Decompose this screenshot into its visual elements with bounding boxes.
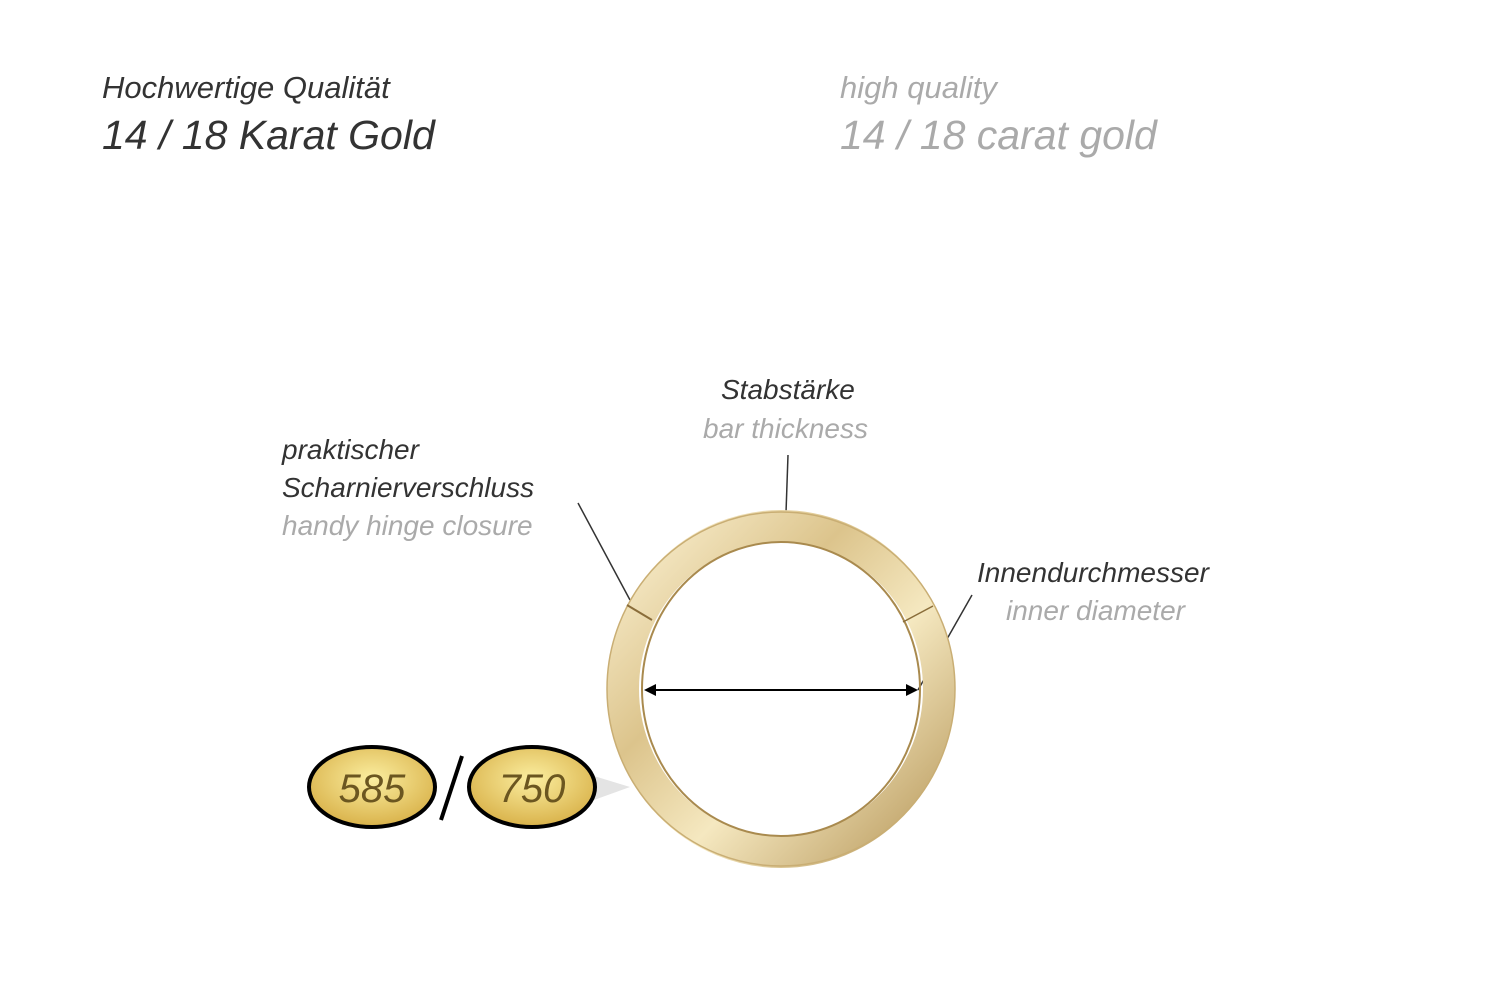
ring-outer-edge [606,511,956,867]
hallmark-750-badge [467,745,597,829]
label-hinge-de-2: Scharnierverschluss [282,472,535,503]
title-en-gold: 14 / 18 carat gold [840,112,1157,158]
title-de-quality: Hochwertige Qualität [102,70,390,105]
hallmark-750-text: 750 [499,767,566,811]
label-hinge-en: handy hinge closure [282,510,533,541]
hinge-seam-right [902,605,934,623]
label-bar-thickness-en: bar thickness [703,413,868,444]
hinge-leader [577,502,631,601]
hallmark-585-text: 585 [339,767,406,811]
hinge-seam [626,604,653,621]
ring-inner-edge [641,541,921,837]
label-diameter-en: inner diameter [1006,595,1185,626]
arrowhead-left-icon [644,684,656,696]
label-diameter-de: Innendurchmesser [977,557,1209,588]
arrowhead-right-icon [906,684,918,696]
badge-pointer [594,776,630,800]
title-en-quality: high quality [840,70,997,105]
label-hinge-de-1: praktischer [282,434,419,465]
title-de-gold: 14 / 18 Karat Gold [102,112,435,158]
label-bar-thickness-de: Stabstärke [721,374,855,405]
diameter-arrow [644,684,918,696]
hallmark-585-badge [307,745,437,829]
hallmark-separator [439,755,464,821]
bar-thickness-leader [785,454,789,514]
hinged-ring [607,510,955,868]
